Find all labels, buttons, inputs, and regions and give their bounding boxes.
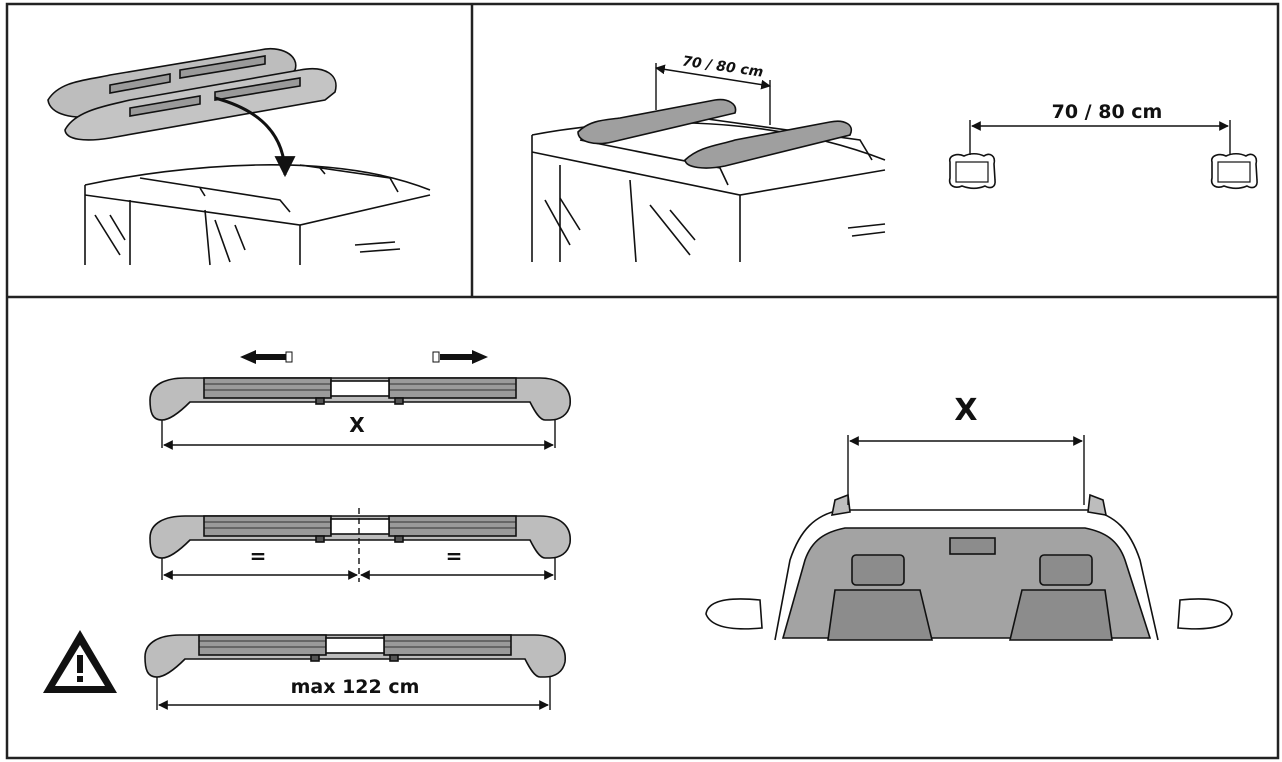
car-width-label: X: [954, 393, 977, 428]
rail-section-right: [1210, 152, 1258, 190]
arrow-right-icon: [440, 350, 488, 364]
dimension-equal-halves: [161, 558, 556, 580]
equal-left-label: =: [250, 544, 267, 568]
spacing-label-perspective: 70 / 80 cm: [681, 53, 764, 80]
arrow-left-icon: [240, 350, 288, 364]
max-length-label: max 122 cm: [291, 676, 420, 698]
warning-triangle-icon: [43, 630, 117, 693]
bar-max-length: [144, 634, 566, 678]
spacing-dimension-perspective: [655, 63, 771, 125]
car-front-view: [705, 493, 1233, 641]
car-perspective-sketch: [531, 117, 886, 263]
installed-bars: [577, 98, 852, 169]
panel-spacing: 70 / 80 cm 70 / 80 cm: [531, 53, 1258, 263]
equal-right-label: =: [446, 544, 463, 568]
dimension-x-car: [847, 435, 1085, 505]
roof-bar-pair: [47, 48, 337, 141]
mount-arrow: [214, 96, 296, 178]
bar-centered: [149, 515, 571, 559]
spacing-dimension-section: [969, 120, 1231, 155]
bar-width-label: X: [349, 413, 365, 437]
dimension-x-bar: [161, 420, 556, 450]
panel-car-front: X: [705, 393, 1233, 641]
extend-arrows: [240, 350, 488, 364]
rail-section-left: [948, 152, 996, 190]
car-roof-sketch: [84, 164, 431, 266]
dimension-max: [156, 677, 551, 710]
panel-width-adjust: X = =: [43, 350, 571, 710]
spacing-label-section: 70 / 80 cm: [1052, 101, 1163, 123]
panel-frame: [5, 2, 1280, 760]
panel-mounting: [47, 48, 431, 266]
